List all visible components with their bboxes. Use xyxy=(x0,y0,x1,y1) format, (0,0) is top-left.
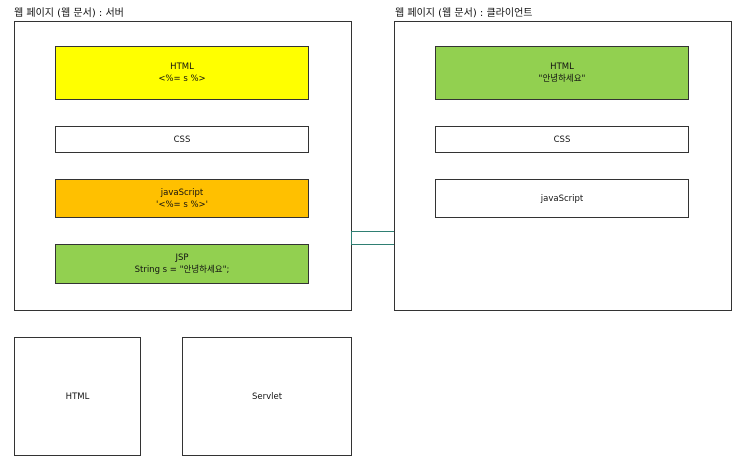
server-jsp-code: String s = "안녕하세요"; xyxy=(134,265,230,275)
server-html-title: HTML xyxy=(170,62,194,72)
bottom-html-box: HTML xyxy=(14,337,141,456)
server-css-box: CSS xyxy=(55,126,309,153)
server-jsp-title: JSP xyxy=(175,253,189,263)
client-js-box: javaScript xyxy=(435,179,689,218)
bottom-servlet-box: Servlet xyxy=(182,337,352,456)
server-html-code: <%= s %> xyxy=(158,74,206,84)
server-js-box: javaScript '<%= s %>' xyxy=(55,179,309,218)
client-html-text: "안녕하세요" xyxy=(538,74,586,84)
client-html-box: HTML "안녕하세요" xyxy=(435,46,689,100)
bottom-servlet-label: Servlet xyxy=(251,391,283,402)
bottom-html-label: HTML xyxy=(65,391,90,402)
server-client-connector xyxy=(351,231,395,245)
server-js-code: '<%= s %>' xyxy=(155,199,209,210)
client-css-title: CSS xyxy=(553,134,571,145)
client-caption: 웹 페이지 (웹 문서) : 클라이언트 xyxy=(395,8,533,19)
server-html-box: HTML <%= s %> xyxy=(55,46,309,100)
client-html-title: HTML xyxy=(550,62,574,72)
server-js-title: javaScript xyxy=(160,187,204,198)
server-css-title: CSS xyxy=(173,134,191,145)
client-css-box: CSS xyxy=(435,126,689,153)
server-caption: 웹 페이지 (웹 문서) : 서버 xyxy=(14,8,124,19)
client-js-title: javaScript xyxy=(540,193,584,204)
server-jsp-box: JSP String s = "안녕하세요"; xyxy=(55,244,309,284)
